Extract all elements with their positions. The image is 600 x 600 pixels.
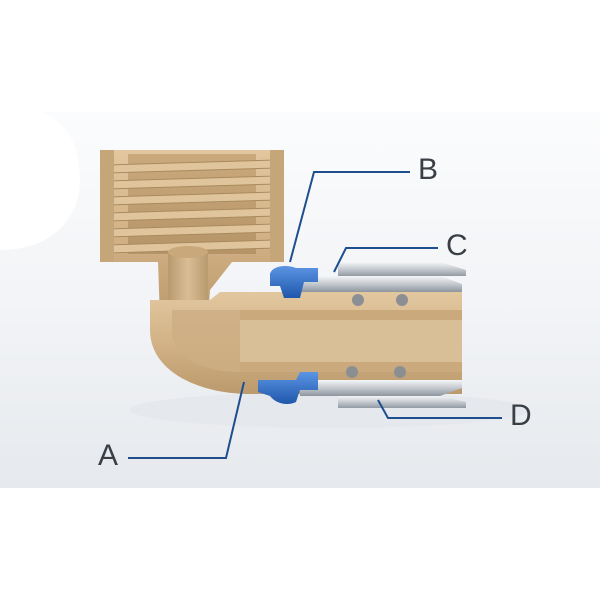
leader-lines xyxy=(128,171,502,459)
grip-ring-teeth xyxy=(346,294,408,378)
callout-label-a: A xyxy=(98,439,119,472)
pipe-bore xyxy=(240,310,462,372)
leader-line-d xyxy=(377,399,502,419)
o-ring-seal-top xyxy=(270,266,318,298)
o-ring-seal-bottom xyxy=(258,372,318,404)
leader-line-a xyxy=(128,381,245,459)
leader-line-b xyxy=(289,171,410,263)
pipe-top-wall xyxy=(300,262,466,292)
callout-label-c: C xyxy=(446,229,468,262)
callout-label-b: B xyxy=(418,153,439,186)
callout-label-d: D xyxy=(510,399,532,432)
leader-line-c xyxy=(333,247,438,273)
pipe-bottom-wall xyxy=(300,380,466,408)
